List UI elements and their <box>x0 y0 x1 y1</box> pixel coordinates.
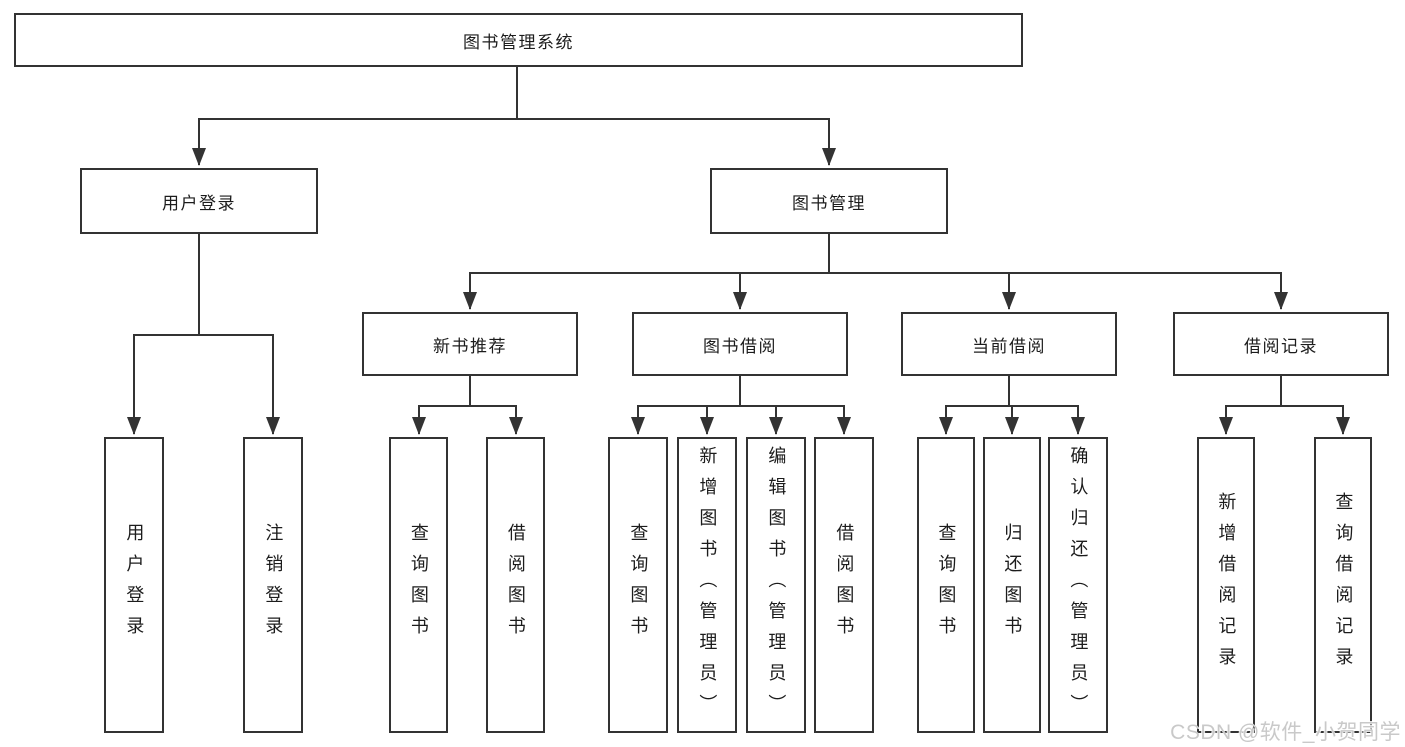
node-label: 归还图书 <box>1002 523 1023 647</box>
node-book-borrowing: 图书借阅 <box>632 312 848 376</box>
node-label: 用户登录 <box>162 193 236 213</box>
node-label: 新增借阅记录 <box>1216 492 1237 678</box>
node-label: 查询图书 <box>936 523 957 647</box>
node-user-login-action: 用户登录 <box>104 437 164 733</box>
node-add-books-admin: 新增图书（管理员） <box>677 437 737 733</box>
node-new-book-recommend: 新书推荐 <box>362 312 578 376</box>
node-label: 查询图书 <box>628 523 649 647</box>
node-query-borrow-record: 查询借阅记录 <box>1314 437 1372 733</box>
node-label: 当前借阅 <box>972 336 1046 356</box>
node-return-books: 归还图书 <box>983 437 1041 733</box>
connector-book-borrowing-children <box>631 376 851 435</box>
node-label: 确认归还（管理员） <box>1068 445 1089 725</box>
watermark: CSDN @软件_小贺同学 <box>1170 721 1401 744</box>
node-label: 新书推荐 <box>433 336 507 356</box>
connector-current-borrowing-children <box>939 376 1085 435</box>
node-query-books-current: 查询图书 <box>917 437 975 733</box>
node-label: 查询图书 <box>408 523 429 647</box>
connector-root-to-level2 <box>192 66 836 166</box>
node-logout-action: 注销登录 <box>243 437 303 733</box>
node-label: 用户登录 <box>124 523 145 647</box>
node-label: 图书管理系统 <box>463 32 574 52</box>
node-query-books-recommend: 查询图书 <box>389 437 448 733</box>
node-label: 编辑图书（管理员） <box>766 445 787 725</box>
node-label: 图书借阅 <box>703 336 777 356</box>
node-label: 借阅图书 <box>834 523 855 647</box>
node-add-borrow-record: 新增借阅记录 <box>1197 437 1255 733</box>
node-user-login: 用户登录 <box>80 168 318 234</box>
node-label: 借阅记录 <box>1244 336 1318 356</box>
node-borrow-books-recommend: 借阅图书 <box>486 437 545 733</box>
node-root: 图书管理系统 <box>14 13 1023 67</box>
connector-book-management-children <box>463 234 1288 310</box>
connector-user-login-children <box>127 234 280 435</box>
node-label: 查询借阅记录 <box>1333 492 1354 678</box>
node-label: 图书管理 <box>792 193 866 213</box>
node-borrow-records: 借阅记录 <box>1173 312 1389 376</box>
node-query-books-borrowing: 查询图书 <box>608 437 668 733</box>
connector-new-book-recommend-children <box>412 376 523 435</box>
connector-borrow-records-children <box>1219 376 1350 435</box>
node-label: 新增图书（管理员） <box>697 445 718 725</box>
node-borrow-books-action: 借阅图书 <box>814 437 874 733</box>
node-label: 借阅图书 <box>505 523 526 647</box>
node-current-borrowing: 当前借阅 <box>901 312 1117 376</box>
node-book-management: 图书管理 <box>710 168 948 234</box>
node-confirm-return-admin: 确认归还（管理员） <box>1048 437 1108 733</box>
node-label: 注销登录 <box>263 523 284 647</box>
node-edit-books-admin: 编辑图书（管理员） <box>746 437 806 733</box>
